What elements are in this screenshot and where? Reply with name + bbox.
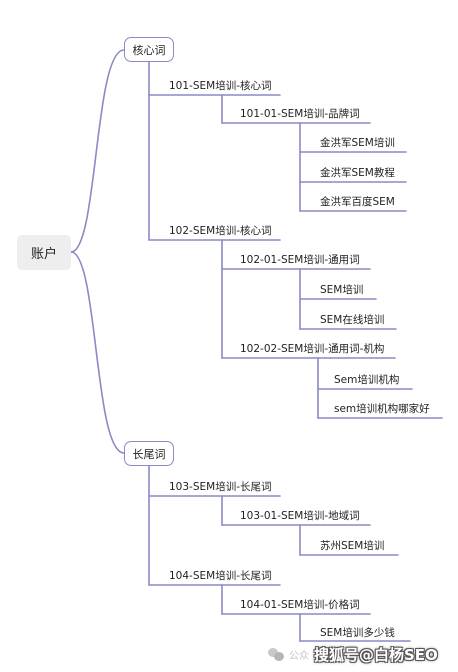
connector-root-longtail: [70, 251, 125, 454]
watermark-prefix: 公众: [289, 650, 309, 662]
keyword-node[interactable]: 金洪军SEM教程: [320, 167, 395, 179]
keyword-node[interactable]: sem培训机构哪家好: [334, 403, 430, 415]
keyword-node[interactable]: Sem培训机构: [334, 374, 400, 386]
keyword-node[interactable]: 苏州SEM培训: [320, 540, 385, 552]
keyword-node[interactable]: SEM在线培训: [320, 314, 385, 326]
group-node-103[interactable]: 103-SEM培训-长尾词: [169, 481, 272, 493]
group-node-101[interactable]: 101-SEM培训-核心词: [169, 80, 272, 92]
group-node-104[interactable]: 104-SEM培训-长尾词: [169, 570, 272, 582]
branch-node-core[interactable]: 核心词: [124, 37, 174, 62]
subgroup-node-104-01[interactable]: 104-01-SEM培训-价格词: [240, 599, 360, 611]
wechat-icon: [268, 647, 284, 661]
root-node[interactable]: 账户: [17, 235, 71, 270]
connector-root-core: [70, 49, 125, 253]
keyword-node[interactable]: SEM培训多少钱: [320, 627, 395, 639]
subgroup-node-102-02[interactable]: 102-02-SEM培训-通用词-机构: [240, 343, 385, 355]
subgroup-node-102-01[interactable]: 102-01-SEM培训-通用词: [240, 254, 360, 266]
group-node-102[interactable]: 102-SEM培训-核心词: [169, 225, 272, 237]
keyword-node[interactable]: SEM培训: [320, 284, 364, 296]
keyword-node[interactable]: 金洪军百度SEM: [320, 196, 395, 208]
watermark: 公众 搜狐号@白杨SEO: [268, 642, 438, 666]
subgroup-node-101-01[interactable]: 101-01-SEM培训-品牌词: [240, 108, 360, 120]
branch-node-longtail[interactable]: 长尾词: [124, 441, 174, 466]
keyword-node[interactable]: 金洪军SEM培训: [320, 137, 395, 149]
watermark-text: 搜狐号@白杨SEO: [314, 645, 438, 664]
subgroup-node-103-01[interactable]: 103-01-SEM培训-地域词: [240, 510, 360, 522]
